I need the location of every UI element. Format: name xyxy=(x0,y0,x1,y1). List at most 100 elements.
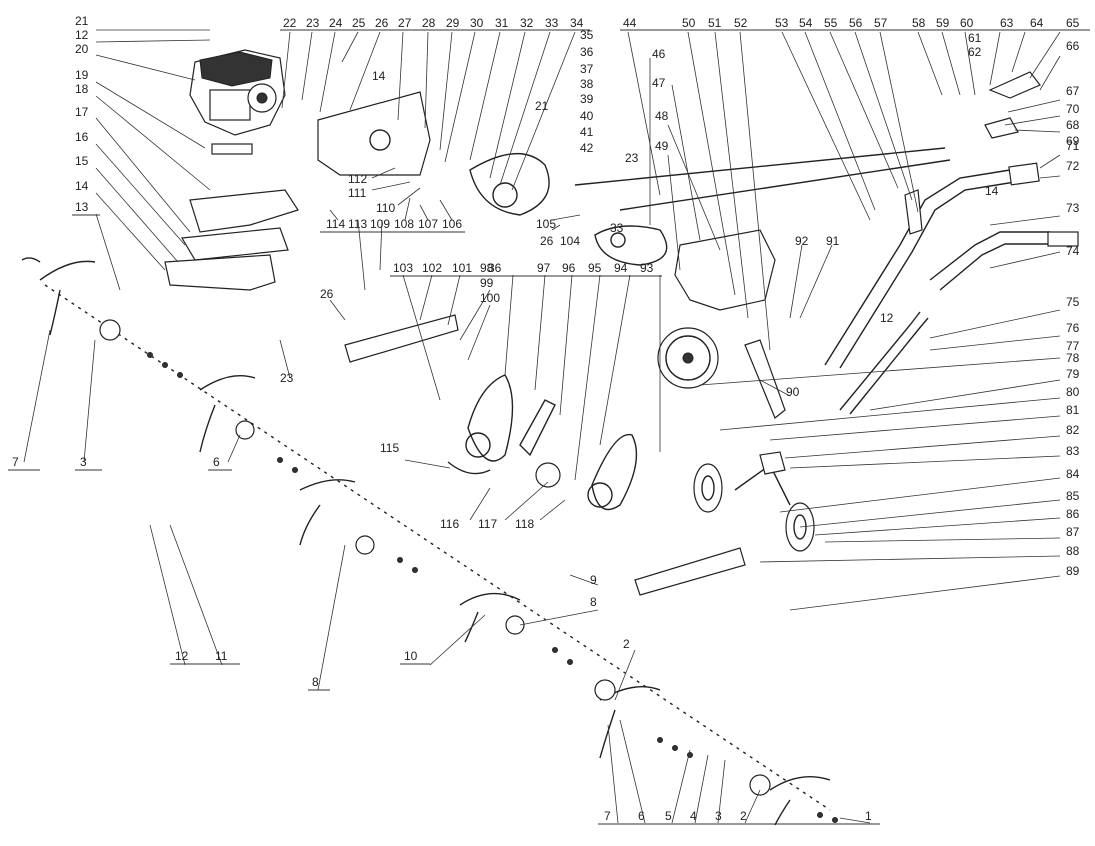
callout-113: 113 xyxy=(348,217,367,231)
callout-118: 118 xyxy=(515,517,534,531)
callout-19: 19 xyxy=(75,68,89,82)
callout-103: 103 xyxy=(393,261,413,275)
callout-16: 16 xyxy=(75,130,89,144)
callout-94: 94 xyxy=(614,261,628,275)
callout-12: 12 xyxy=(75,28,89,42)
callout-51: 51 xyxy=(708,16,722,30)
handlebar-drawing xyxy=(824,162,1079,415)
chain-drive-drawing xyxy=(447,374,638,511)
callout-13: 13 xyxy=(75,200,89,214)
callout-106: 106 xyxy=(442,217,462,231)
callout-71: 71 xyxy=(1066,139,1080,153)
callout-42: 42 xyxy=(580,141,594,155)
callout-35: 35 xyxy=(580,28,594,42)
callout-8-left: 8 xyxy=(312,675,319,689)
callout-38: 38 xyxy=(580,77,594,91)
callout-96: 96 xyxy=(562,261,576,275)
callout-10: 10 xyxy=(404,649,418,663)
callout-14-cover: 14 xyxy=(372,69,386,83)
callout-85: 85 xyxy=(1066,489,1080,503)
callout-24: 24 xyxy=(329,16,343,30)
callout-82: 82 xyxy=(1066,423,1080,437)
callout-46: 46 xyxy=(652,47,666,61)
callout-70: 70 xyxy=(1066,102,1080,116)
callout-39: 39 xyxy=(580,92,594,106)
callout-2-upper: 2 xyxy=(623,637,630,651)
callout-37: 37 xyxy=(580,62,594,76)
brackets-drawing xyxy=(344,314,746,596)
callout-3-left: 3 xyxy=(80,455,87,469)
callout-109: 109 xyxy=(370,217,390,231)
callout-100: 100 xyxy=(480,291,500,305)
callout-5: 5 xyxy=(665,809,672,823)
callout-115: 115 xyxy=(380,441,399,455)
callout-114: 114 xyxy=(326,217,345,231)
callout-68: 68 xyxy=(1066,118,1080,132)
callout-49: 49 xyxy=(655,139,669,153)
tiller-tines-drawing xyxy=(21,257,838,826)
callout-33: 33 xyxy=(545,16,559,30)
callout-62: 62 xyxy=(968,45,982,59)
callout-23-bracket: 23 xyxy=(280,371,294,385)
callout-67: 67 xyxy=(1066,84,1080,98)
callout-48: 48 xyxy=(655,109,669,123)
callout-labels: 21 12 20 19 18 17 16 15 14 13 22 23 24 2… xyxy=(12,14,1080,823)
callout-69: 69 xyxy=(1066,134,1080,148)
callout-36-chain: 36 xyxy=(488,261,502,275)
callout-8-right: 8 xyxy=(590,595,597,609)
callout-22: 22 xyxy=(283,16,297,30)
callout-20: 20 xyxy=(75,42,89,56)
callout-63: 63 xyxy=(1000,16,1014,30)
callout-84: 84 xyxy=(1066,467,1080,481)
callout-26-bracket: 26 xyxy=(320,287,334,301)
callout-7-left: 7 xyxy=(12,455,19,469)
callout-116: 116 xyxy=(440,517,459,531)
callout-76: 76 xyxy=(1066,321,1080,335)
callout-102: 102 xyxy=(422,261,442,275)
callout-29: 29 xyxy=(446,16,460,30)
callout-99: 99 xyxy=(480,276,494,290)
callout-40: 40 xyxy=(580,109,594,123)
callout-112: 112 xyxy=(348,172,367,186)
callout-21: 21 xyxy=(75,14,89,28)
callout-117: 117 xyxy=(478,517,497,531)
callout-86: 86 xyxy=(1066,507,1080,521)
callout-12-bottom: 12 xyxy=(175,649,189,663)
callout-31: 31 xyxy=(495,16,509,30)
callout-44: 44 xyxy=(623,16,637,30)
callout-17: 17 xyxy=(75,105,89,119)
callout-27: 27 xyxy=(398,16,412,30)
callout-4: 4 xyxy=(690,809,697,823)
callout-9: 9 xyxy=(590,573,597,587)
callout-87: 87 xyxy=(1066,525,1080,539)
callout-83: 83 xyxy=(1066,444,1080,458)
callout-111: 111 xyxy=(348,186,367,200)
chain-cover-drawing xyxy=(594,225,776,311)
callout-23: 23 xyxy=(306,16,320,30)
callout-33-pulley: 33 xyxy=(610,221,624,235)
callout-41: 41 xyxy=(580,125,594,139)
callout-97: 97 xyxy=(537,261,551,275)
callout-89: 89 xyxy=(1066,564,1080,578)
callout-104: 104 xyxy=(560,234,580,248)
callout-21-belt: 21 xyxy=(535,99,549,113)
callout-58: 58 xyxy=(912,16,926,30)
callout-32: 32 xyxy=(520,16,534,30)
callout-36: 36 xyxy=(580,45,594,59)
callout-7-bottom: 7 xyxy=(604,809,611,823)
callout-90: 90 xyxy=(786,385,800,399)
callout-23-pulley: 23 xyxy=(625,151,639,165)
callout-92: 92 xyxy=(795,234,809,248)
callout-77: 77 xyxy=(1066,339,1080,353)
callout-3-bottom: 3 xyxy=(715,809,722,823)
callout-107: 107 xyxy=(418,217,438,231)
callout-93: 93 xyxy=(640,261,654,275)
callout-56: 56 xyxy=(849,16,863,30)
callout-88: 88 xyxy=(1066,544,1080,558)
callout-14: 14 xyxy=(75,179,89,193)
callout-64: 64 xyxy=(1030,16,1044,30)
callout-59: 59 xyxy=(936,16,950,30)
callout-18: 18 xyxy=(75,82,89,96)
callout-80: 80 xyxy=(1066,385,1080,399)
